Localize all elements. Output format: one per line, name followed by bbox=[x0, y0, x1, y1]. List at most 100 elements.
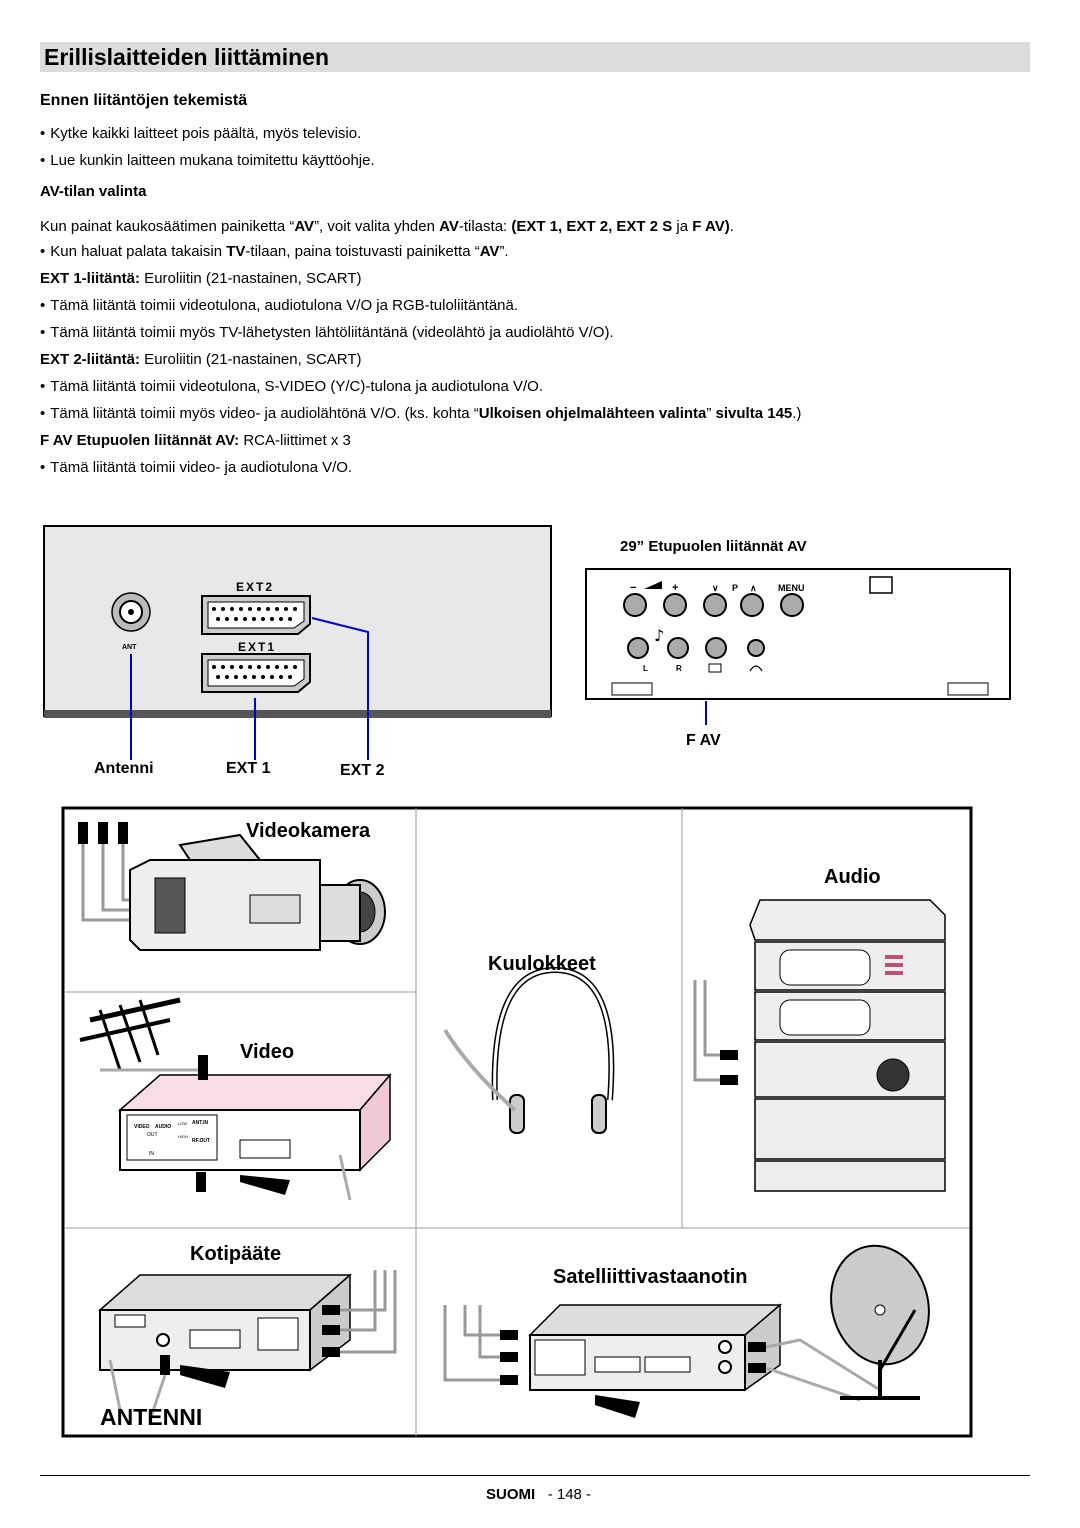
headphones-icon bbox=[443, 966, 615, 1134]
scart-pin bbox=[257, 665, 261, 669]
label-videokamera: Videokamera bbox=[246, 820, 371, 842]
scart-pin bbox=[248, 607, 252, 611]
scart-pin bbox=[239, 607, 243, 611]
ext2-line: EXT 2-liitäntä: Euroliitin (21-nastainen… bbox=[40, 351, 362, 368]
vcr-icon bbox=[118, 1055, 392, 1201]
ext1-bullet-2: Tämä liitäntä toimii myös TV-lähetysten … bbox=[40, 324, 613, 342]
front-panel bbox=[585, 568, 1011, 700]
scart-pin bbox=[216, 617, 220, 621]
label-satelliittivastaanotin: Satelliittivastaanotin bbox=[553, 1266, 748, 1288]
vcr-antin-label: ANT.IN bbox=[192, 1120, 209, 1126]
label-kuulokkeet: Kuulokkeet bbox=[488, 953, 596, 975]
label-audio: Audio bbox=[824, 866, 881, 888]
vcr-in-label: IN bbox=[149, 1151, 154, 1157]
scart-pin bbox=[261, 675, 265, 679]
video-jack-icon bbox=[708, 663, 722, 673]
ext2-leader bbox=[311, 617, 369, 760]
satellite-dish-icon bbox=[830, 1244, 930, 1400]
scart-pin bbox=[270, 675, 274, 679]
scart-pin bbox=[275, 607, 279, 611]
satellite-receiver-icon bbox=[443, 1303, 881, 1418]
volume-icon bbox=[644, 581, 662, 589]
scart-pin bbox=[221, 665, 225, 669]
program-p-label: P bbox=[732, 583, 738, 593]
scart-pin bbox=[225, 675, 229, 679]
ext2-tag: EXT2 bbox=[236, 580, 274, 594]
label-ext2: EXT 2 bbox=[340, 762, 385, 779]
label-video: Video bbox=[240, 1041, 295, 1063]
label-fav: F AV bbox=[686, 732, 721, 749]
ext2-bullet-1: Tämä liitäntä toimii videotulona, S-VIDE… bbox=[40, 378, 543, 396]
vcr-out-label: OUT bbox=[147, 1132, 158, 1138]
ext1-tag: EXT1 bbox=[238, 640, 276, 654]
intro-bullet-1: Kytke kaikki laitteet pois päältä, myös … bbox=[40, 125, 361, 143]
camcorder-icon bbox=[78, 822, 386, 951]
scart-pin bbox=[230, 607, 234, 611]
scart-pin bbox=[225, 617, 229, 621]
front-panel-diagram: − + ∨ P ∧ MENU ♪ L R bbox=[585, 568, 1011, 725]
fav-line: F AV Etupuolen liitännät AV: RCA-liittim… bbox=[40, 432, 351, 449]
scart-pin bbox=[266, 665, 270, 669]
page-title-bar: Erillislaitteiden liittäminen bbox=[40, 42, 1030, 72]
front-buttons bbox=[623, 593, 804, 617]
footer-rule bbox=[40, 1475, 1030, 1476]
front-foot-right bbox=[947, 682, 989, 696]
scart-pin bbox=[257, 607, 261, 611]
ant-tag: ANT bbox=[122, 644, 137, 651]
scart-pin bbox=[234, 617, 238, 621]
label-antenni: Antenni bbox=[94, 760, 154, 777]
ext1-bullet-1: Tämä liitäntä toimii videotulona, audiot… bbox=[40, 297, 518, 315]
jack-l-label: L bbox=[643, 664, 648, 673]
scart-pin bbox=[252, 617, 256, 621]
audio-system-icon bbox=[693, 899, 946, 1192]
home-terminal-icon bbox=[98, 1270, 397, 1421]
scart-pin bbox=[212, 607, 216, 611]
scart-pin bbox=[221, 607, 225, 611]
front-panel-caption: 29” Etupuolen liitännät AV bbox=[620, 538, 807, 555]
footer: SUOMI - 148 - bbox=[486, 1486, 591, 1503]
scart-pin bbox=[288, 617, 292, 621]
tv-mode-bullet: Kun haluat palata takaisin TV-tilaan, pa… bbox=[40, 243, 508, 261]
scart-pin bbox=[252, 675, 256, 679]
scart-pin bbox=[293, 665, 297, 669]
vcr-video-label: VIDEO bbox=[134, 1124, 150, 1130]
page-title: Erillislaitteiden liittäminen bbox=[44, 44, 330, 70]
scart-pin bbox=[279, 617, 283, 621]
scart-pin bbox=[266, 607, 270, 611]
scart-pin bbox=[239, 665, 243, 669]
ext2-scart-connector bbox=[201, 595, 311, 635]
scart-pin bbox=[248, 665, 252, 669]
vcr-high-label: HIGH bbox=[178, 1134, 188, 1139]
av-paragraph: Kun painat kaukosäätimen painiketta “AV”… bbox=[40, 218, 734, 235]
scart-pin bbox=[275, 665, 279, 669]
scart-pin bbox=[230, 665, 234, 669]
section-heading: Ennen liitäntöjen tekemistä bbox=[40, 92, 248, 109]
scart-pin bbox=[288, 675, 292, 679]
headphone-icon bbox=[749, 665, 763, 672]
vcr-low-label: LOW bbox=[178, 1121, 187, 1126]
power-switch-icon bbox=[869, 576, 893, 594]
volume-minus-label: − bbox=[630, 582, 636, 594]
music-note-icon: ♪ bbox=[654, 626, 664, 645]
rear-panel-diagram: ANT EXT2 EXT1 bbox=[43, 525, 552, 760]
scart-pin bbox=[212, 665, 216, 669]
ext2-bullet-2: Tämä liitäntä toimii myös video- ja audi… bbox=[40, 405, 801, 423]
scart-pin bbox=[293, 607, 297, 611]
scart-pin bbox=[279, 675, 283, 679]
front-foot-left bbox=[611, 682, 653, 696]
scart-pin bbox=[216, 675, 220, 679]
scart-pin bbox=[234, 675, 238, 679]
scart-pin bbox=[243, 617, 247, 621]
ant-socket-icon bbox=[111, 592, 151, 632]
fav-bullet: Tämä liitäntä toimii video- ja audiotulo… bbox=[40, 459, 352, 477]
menu-label: MENU bbox=[778, 583, 805, 593]
av-heading: AV-tilan valinta bbox=[40, 183, 147, 200]
scart-pin bbox=[243, 675, 247, 679]
scart-pin bbox=[284, 665, 288, 669]
front-jacks bbox=[627, 637, 765, 659]
vcr-rfout-label: RF.OUT bbox=[192, 1138, 210, 1144]
devices-diagram: VIDEO AUDIO OUT IN LOW HIGH ANT.IN RF.OU… bbox=[61, 806, 973, 1438]
program-up-label: ∧ bbox=[750, 583, 757, 593]
rear-panel-shadow bbox=[44, 710, 551, 718]
antenna-icon bbox=[79, 997, 200, 1072]
